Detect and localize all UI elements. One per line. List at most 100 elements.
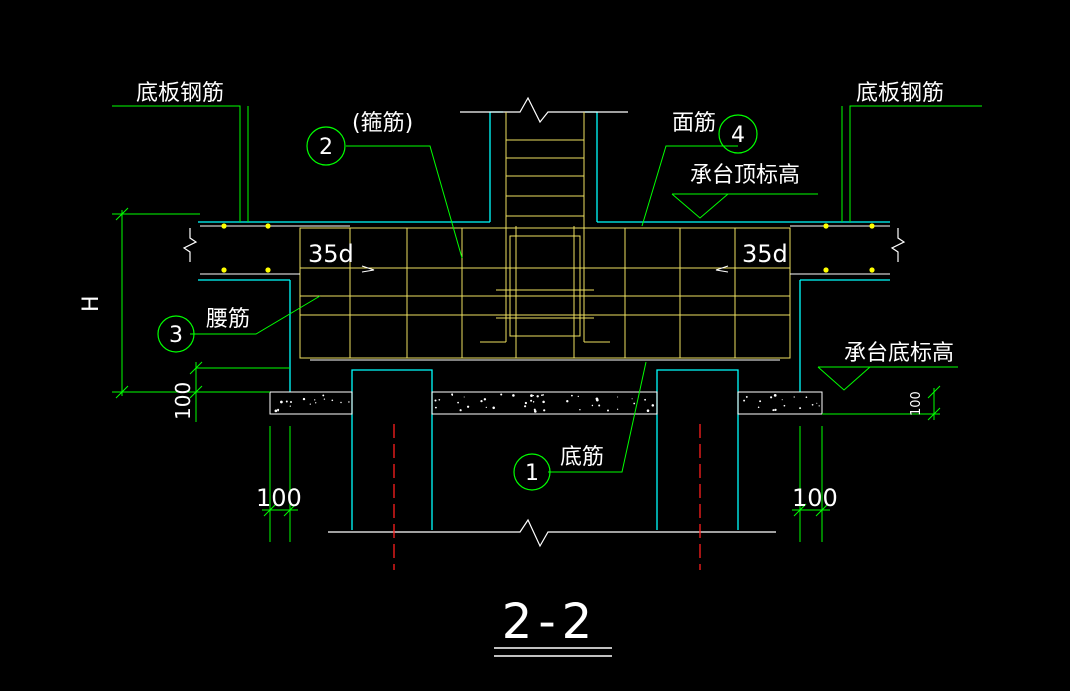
marker-waist-rebar: 3 [169,323,183,348]
hatch-dot [322,394,325,397]
label-top-rebar: 面筋 [672,111,716,136]
hatch-dot [451,394,453,396]
hatch-dot [274,409,278,413]
hatch-dot [285,400,288,403]
hatch-dot [772,409,775,412]
hatch-dot [646,409,650,412]
hatch-dot [607,409,609,412]
hatch-dot [340,401,342,404]
hatch-dot [314,399,316,401]
hatch-dot [773,394,777,397]
hatch-dot [577,395,579,398]
marker-circles [157,114,758,491]
hatch-dot [617,396,619,398]
hatch-dot [348,401,350,403]
label-bottom-slab-rebar-right: 底板钢筋 [856,81,944,106]
marker-bottom-rebar: 1 [525,461,539,486]
label-height-dim: H [79,295,104,312]
hatch-dot [633,402,636,405]
hatch-dot [644,398,646,401]
hatch-dot [512,394,515,397]
cushion-layer [269,391,823,415]
hatch-dot [542,394,544,396]
hatch-dot [598,404,601,407]
break-mark-column [460,96,628,124]
hatch-dot [579,408,581,411]
label-anchorage-left: 35d [308,240,354,268]
hatch-dot [591,404,594,407]
hatch-dot [781,399,783,401]
cushion-middle [431,391,658,415]
marker-circle-waist [157,315,195,353]
hatch-dot [434,406,437,409]
rebar-cage [299,112,791,359]
hatch-dot [302,397,306,401]
hatch-dot [480,399,483,403]
break-marks [182,96,906,548]
hatch-dot [571,394,573,397]
label-anchorage-right: 35d [742,240,788,268]
marker-circle-bottom [513,453,551,491]
hatch-dot [595,398,599,402]
hatch-dot [811,403,814,406]
rebar-dots [221,223,875,273]
hatch-dot [524,405,527,408]
hatch-dot [631,398,633,400]
marker-circle-top-rebar [718,114,758,154]
hatch-dot [466,405,470,408]
cap-rebar-outline [299,227,791,359]
hatch-dot [757,406,760,409]
marker-circle-stirrup [306,126,346,166]
hatch-dot [770,396,773,399]
pile-right [656,369,739,530]
pile-left [351,369,433,530]
hatch-dot [759,400,762,403]
hatch-dot [774,408,777,412]
anchorage-arrows [361,265,729,273]
hatch-dot [280,400,283,404]
break-mark-right [890,228,906,262]
hatch-dot [818,405,820,407]
label-cushion-dim-left: 100 [171,382,195,420]
label-bottom-rebar: 底筋 [560,445,604,470]
hatch-dot [492,406,495,410]
hatch-dot [616,408,619,410]
label-waist-rebar: 腰筋 [206,307,250,332]
label-cushion-dim-right: 100 [909,391,924,416]
hatch-dot [463,396,465,398]
label-offset-dim-left: 100 [256,484,302,512]
hatch-dot [534,410,537,413]
hatch-dot [485,406,487,409]
label-stirrup: (箍筋) [352,111,413,136]
break-mark-left [182,228,198,262]
cushion-right [737,391,823,415]
hatch-dot [530,399,533,402]
hatch-dot [289,405,291,407]
hatch-dot [543,409,546,412]
section-title: 2-2 [502,594,598,650]
cushion-left [269,391,353,415]
hatch-dot [743,399,746,402]
hatch-dot [331,399,334,402]
label-cap-top-elevation: 承台顶标高 [690,163,800,188]
hatch-dot [816,402,818,404]
hatch-dot [524,401,528,405]
hatch-dot [793,396,795,398]
hatch-dot [805,396,808,399]
hatch-dot [651,404,655,407]
hatch-dot [532,395,535,397]
marker-numbers: 2 4 3 1 [169,123,745,486]
annotation-text: 底板钢筋 底板钢筋 (箍筋) 面筋 承台顶标高 腰筋 承台底标高 底筋 35d … [79,81,954,512]
label-offset-dim-right: 100 [792,484,838,512]
slab-rebar [200,225,890,361]
hatch-dot [500,393,503,396]
hatch-dot [745,395,748,398]
hatch-dot [566,400,569,403]
hatch-dot [532,401,535,403]
hatch-dot [438,398,441,401]
hatch-dot [483,398,487,401]
hatch-dot [541,394,543,397]
hatch-dot [457,401,459,404]
